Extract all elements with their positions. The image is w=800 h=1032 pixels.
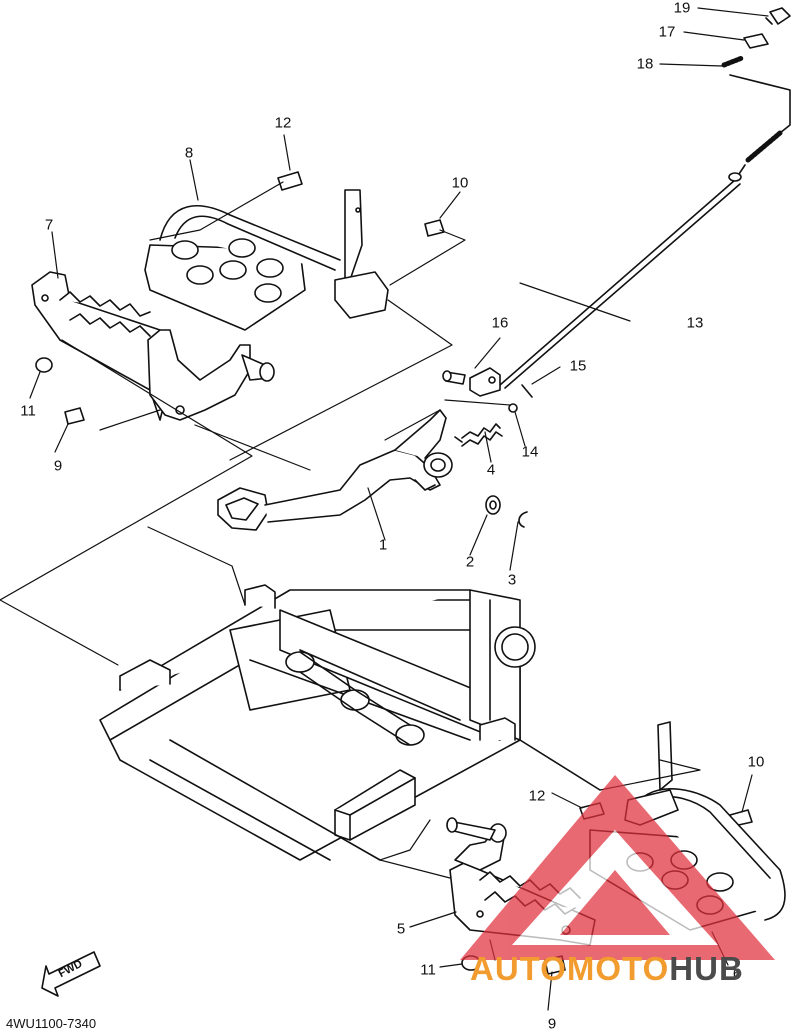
cable-end-parts xyxy=(721,7,791,68)
watermark-text-b: HUB xyxy=(669,950,744,987)
callout-16: 16 xyxy=(491,314,509,332)
callout-9-lower: 9 xyxy=(547,1015,557,1032)
circlip xyxy=(518,511,528,528)
watermark-text-a: AUTOMOTO xyxy=(470,950,670,987)
brake-pedal xyxy=(217,409,453,531)
callout-15: 15 xyxy=(569,357,587,375)
callout-18: 18 xyxy=(636,55,654,73)
brake-clevis xyxy=(442,367,501,397)
forward-arrow-icon xyxy=(41,951,101,997)
washer xyxy=(485,495,501,515)
callout-12-lower: 12 xyxy=(528,787,546,805)
callout-9: 9 xyxy=(53,457,63,475)
callout-5: 5 xyxy=(396,920,406,938)
return-spring xyxy=(454,423,503,447)
small-washer xyxy=(508,403,518,413)
callout-13: 13 xyxy=(686,314,704,332)
callout-2: 2 xyxy=(465,553,475,571)
drawing-code: 4WU1100-7340 xyxy=(6,1016,97,1031)
callout-8: 8 xyxy=(184,144,194,162)
brake-cable xyxy=(499,74,791,389)
footrest-left xyxy=(31,271,275,421)
callout-12: 12 xyxy=(274,114,292,132)
callout-10-lower: 10 xyxy=(747,753,765,771)
cotter-pin xyxy=(521,384,533,398)
callout-4: 4 xyxy=(486,461,496,479)
footrest-board-upper xyxy=(144,189,389,331)
frame-assembly xyxy=(99,584,601,861)
callout-10: 10 xyxy=(451,174,469,192)
callout-17: 17 xyxy=(658,23,676,41)
callout-6: 6 xyxy=(732,965,742,983)
callout-1: 1 xyxy=(378,536,388,554)
watermark-text: AUTOMOTOHUB xyxy=(470,950,744,988)
callout-7: 7 xyxy=(44,216,54,234)
callout-14: 14 xyxy=(521,443,539,461)
callout-11: 11 xyxy=(20,402,36,420)
callout-19: 19 xyxy=(673,0,691,17)
watermark-logo xyxy=(460,775,775,960)
callout-11-lower: 11 xyxy=(420,961,436,979)
callout-3: 3 xyxy=(507,571,517,589)
